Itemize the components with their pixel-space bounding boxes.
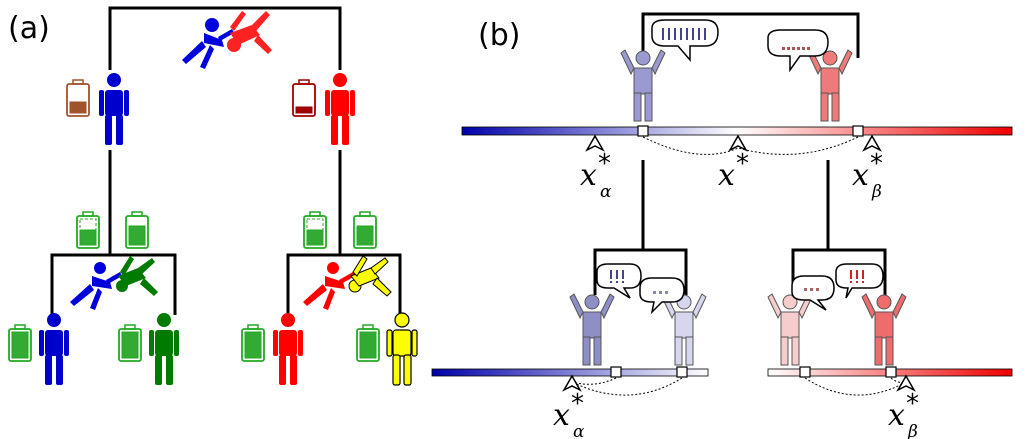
svg-text:x: x: [580, 158, 597, 193]
raised-arms-person-icon: [807, 49, 853, 122]
svg-text:*: *: [571, 389, 584, 419]
svg-text:α: α: [600, 182, 612, 202]
battery-icon: [66, 79, 90, 117]
label-x-beta-top: x * β: [852, 149, 883, 202]
panel-a-tree: [50, 6, 402, 315]
label-x-alpha-top: x * α: [580, 149, 612, 202]
battery-icon: [118, 324, 142, 362]
agent-marker: [637, 125, 649, 137]
standing-person-icon: [149, 313, 179, 385]
raised-arms-person-icon: [569, 293, 615, 366]
svg-text:x: x: [553, 398, 570, 433]
svg-text:*: *: [870, 149, 883, 179]
speech-bubble-icon: [651, 19, 719, 63]
raised-arms-person-icon: [861, 293, 907, 366]
speech-bubble-icon: [639, 277, 685, 315]
battery-icon: [356, 324, 380, 362]
agent-marker: [852, 125, 864, 137]
label-x-star: x *: [718, 149, 749, 193]
opinion-axis-top: [461, 126, 1013, 136]
battery-icon: [353, 211, 377, 249]
battery-icon: [303, 211, 327, 249]
speech-bubble-icon: [596, 263, 642, 299]
standing-person-icon: [99, 73, 129, 145]
svg-text:x: x: [718, 158, 735, 193]
pointer-arrow-icon: [897, 375, 915, 391]
interaction-arc: [642, 136, 739, 155]
pointer-arrow-icon: [729, 135, 747, 151]
battery-icon: [125, 211, 149, 249]
raised-arms-person-icon: [767, 293, 813, 366]
interaction-arc: [571, 377, 683, 396]
svg-text:x: x: [888, 398, 905, 433]
raised-arms-person-icon: [661, 293, 707, 366]
panel-b-label: (b): [478, 18, 520, 53]
svg-text:x: x: [852, 158, 869, 193]
interaction-arc: [890, 377, 907, 383]
svg-text:β: β: [871, 182, 882, 202]
svg-text:*: *: [906, 389, 919, 419]
standing-person-icon: [39, 313, 69, 385]
battery-icon: [76, 211, 100, 249]
label-x-alpha-bottom: x * α: [553, 389, 585, 439]
interaction-arc: [737, 136, 859, 155]
wrestling-pair-icon: [303, 255, 392, 310]
panel-a-label: (a): [8, 11, 50, 46]
agent-marker: [885, 366, 897, 378]
label-x-beta-bottom: x * β: [888, 389, 919, 439]
speech-bubble-icon: [835, 263, 884, 299]
agent-marker: [799, 366, 811, 378]
interaction-arc: [804, 377, 907, 396]
opinion-axis-bottom-left: [431, 368, 709, 377]
wrestling-pair-icon: [182, 11, 272, 69]
speech-bubble-icon: [791, 275, 835, 311]
battery-icon: [8, 324, 32, 362]
panel-b-tree: [593, 12, 887, 295]
pointer-arrow-icon: [586, 135, 604, 151]
pointer-arrow-icon: [563, 375, 581, 391]
standing-person-icon: [386, 312, 418, 386]
standing-person-icon: [325, 73, 355, 145]
interaction-arc: [571, 377, 617, 385]
svg-text:*: *: [736, 149, 749, 179]
agent-marker: [610, 366, 622, 378]
speech-bubble-icon: [767, 29, 829, 73]
raised-arms-person-icon: [620, 49, 666, 122]
svg-text:α: α: [573, 422, 585, 439]
standing-person-icon: [273, 313, 303, 385]
pointer-arrow-icon: [863, 135, 881, 151]
wrestling-pair-icon: [70, 256, 158, 310]
battery-icon: [292, 79, 316, 117]
svg-text:*: *: [598, 149, 611, 179]
battery-icon: [241, 324, 265, 362]
agent-marker: [676, 366, 688, 378]
svg-text:β: β: [907, 422, 918, 439]
